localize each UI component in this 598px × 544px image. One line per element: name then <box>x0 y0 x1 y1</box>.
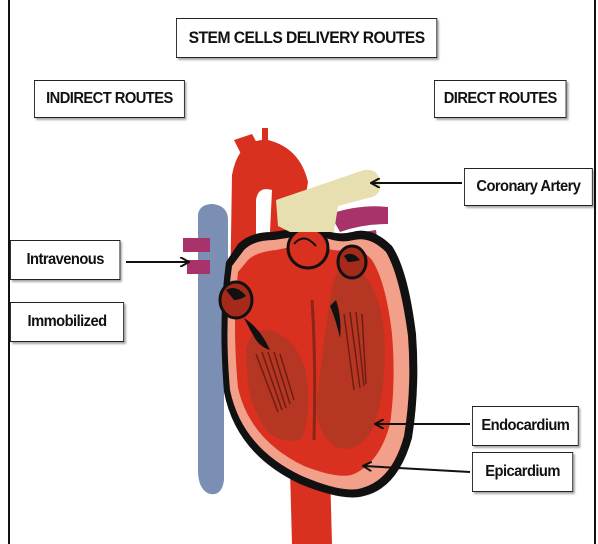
indirect-routes-heading: INDIRECT ROUTES <box>34 80 185 118</box>
left-atrium <box>338 246 366 278</box>
right-atrium <box>220 282 252 318</box>
pulmonary-vein-left-lower <box>187 260 210 274</box>
direct-routes-heading: DIRECT ROUTES <box>434 80 566 118</box>
pulmonary-vein-left-upper <box>183 238 210 252</box>
intravenous-label: Intravenous <box>10 240 120 280</box>
pulmonary-artery-right <box>330 206 388 232</box>
epicardium-label: Epicardium <box>472 452 573 492</box>
pulmonary-valve <box>288 228 328 268</box>
endocardium-label: Endocardium <box>472 406 579 446</box>
immobilized-label: Immobilized <box>10 302 124 342</box>
coronary-artery-label: Coronary Artery <box>464 168 593 206</box>
page-title: STEM CELLS DELIVERY ROUTES <box>176 18 437 58</box>
